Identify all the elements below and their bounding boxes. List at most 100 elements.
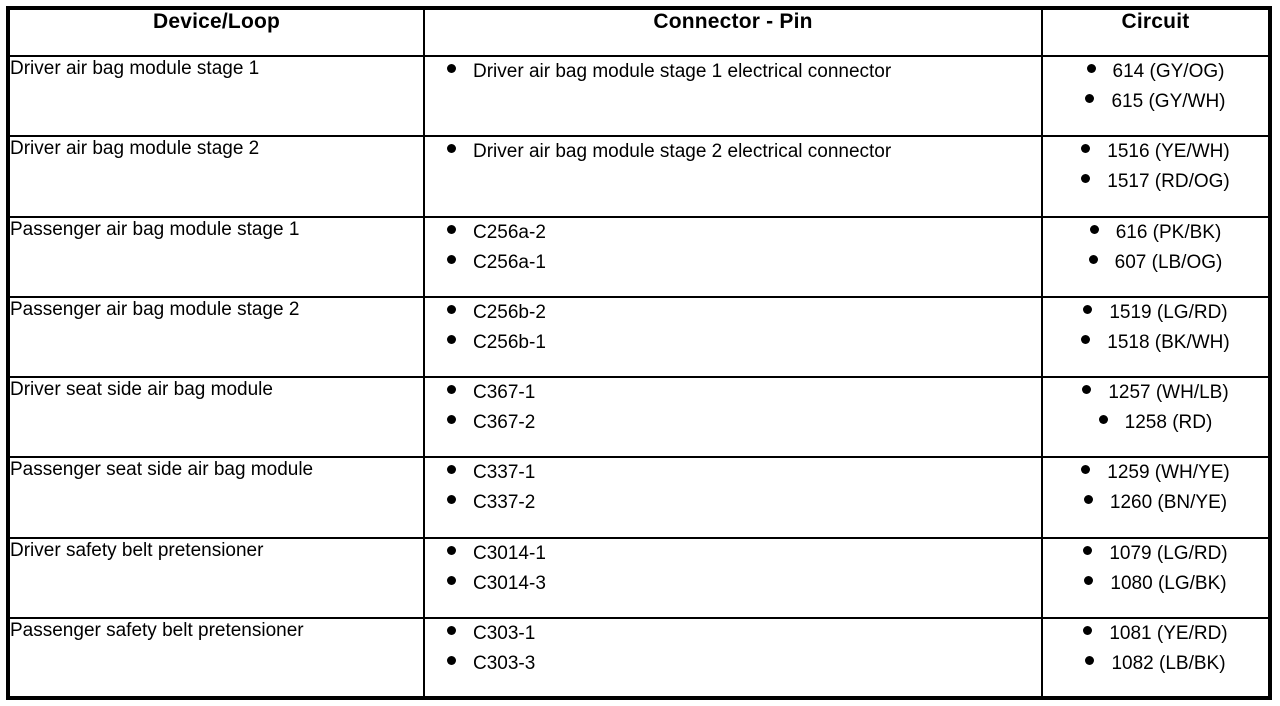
circuit-value: 615 (GY/WH) [1111,91,1226,112]
bullet-icon [1082,385,1092,394]
device-loop-value: Driver safety belt pretensioner [10,539,264,561]
bullet-icon [447,575,456,585]
circuit-list-item: 1258 (RD) [1043,408,1268,438]
circuit-value: 616 (PK/BK) [1115,221,1222,243]
circuit-list: 1257 (WH/LB) 1258 (RD) [1043,378,1268,438]
table-row: Passenger seat side air bag module C337-1… [8,457,1270,539]
column-header-connector-pin: Connector - Pin [424,8,1043,57]
bullet-icon [447,254,456,264]
circuit-value: 1519 (LG/RD) [1109,301,1228,323]
connector-list-item: C3014-1 [425,539,1041,569]
bullet-icon [447,304,456,314]
connector-list-item: C303-1 [425,619,1041,649]
circuit-list-item: 1082 (LB/BK) [1043,649,1268,679]
device-loop-cell: Driver air bag module stage 1 [8,56,425,138]
bullet-icon [1083,495,1093,505]
circuit-value: 1080 (LG/BK) [1110,572,1227,594]
connector-list-item: C3014-3 [425,569,1041,599]
device-loop-cell: Passenger seat side air bag module [8,457,425,539]
device-loop-cell: Passenger safety belt pretensioner [8,617,425,698]
bullet-icon [1083,625,1093,635]
bullet-icon [447,224,456,234]
bullet-icon [1085,655,1095,665]
table-body: Driver air bag module stage 1 Driver air … [8,56,1270,698]
connector-value: C3014-3 [473,572,546,594]
bullet-icon [1085,94,1095,103]
circuit-list: 1079 (LG/RD) 1080 (LG/BK) [1043,539,1268,599]
connector-value: Driver air bag module stage 1 electrical… [473,61,892,82]
bullet-icon [1098,415,1108,424]
circuit-list: 1259 (WH/YE) 1260 (BN/YE) [1043,458,1268,518]
circuit-cell: 1259 (WH/YE) 1260 (BN/YE) [1042,457,1270,539]
circuit-list: 1516 (YE/WH) 1517 (RD/OG) [1043,137,1268,197]
connector-list: Driver air bag module stage 2 electrical… [425,137,1041,167]
circuit-list-item: 1080 (LG/BK) [1043,569,1268,599]
connector-value: C256a-1 [473,251,546,273]
circuit-list-item: 1516 (YE/WH) [1043,137,1268,167]
device-loop-value: Passenger air bag module stage 1 [10,218,300,240]
circuit-value: 607 (LB/OG) [1114,251,1223,273]
bullet-icon [447,465,456,475]
circuit-list-item: 1517 (RD/OG) [1043,167,1268,197]
circuit-list-item: 1260 (BN/YE) [1043,488,1268,518]
device-loop-value: Passenger seat side air bag module [10,459,314,481]
connector-list-item: C337-2 [425,488,1041,518]
device-loop-value: Passenger air bag module stage 2 [10,298,300,320]
bullet-icon [447,545,456,555]
circuit-list-item: 1257 (WH/LB) [1043,378,1268,408]
bullet-icon [1081,144,1091,154]
circuit-cell: 1519 (LG/RD)1518 (BK/WH) [1042,296,1270,379]
connector-pin-cell: Driver air bag module stage 2 electrical… [424,136,1043,218]
connector-value: C256a-2 [473,221,546,243]
circuit-list-item: 1081 (YE/RD) [1043,619,1268,649]
circuit-cell: 614 (GY/OG) 615 (GY/WH) [1042,56,1270,138]
connector-list-item: Driver air bag module stage 2 electrical… [425,137,1041,167]
circuit-list: 1519 (LG/RD)1518 (BK/WH) [1043,298,1268,358]
device-loop-value: Driver air bag module stage 1 [10,58,260,79]
connector-list-item: C337-1 [425,458,1041,488]
circuit-cell: 1257 (WH/LB) 1258 (RD) [1042,377,1270,459]
connector-list-item: C256a-2 [425,218,1041,248]
circuit-value: 1258 (RD) [1124,412,1213,433]
connector-list-item: C256b-1 [425,328,1041,358]
device-loop-connector-circuit-table: Device/Loop Connector - Pin Circuit Driv… [6,6,1272,700]
column-header-circuit: Circuit [1042,8,1270,57]
bullet-icon [1081,174,1091,184]
connector-value: C3014-1 [473,542,546,564]
connector-value: Driver air bag module stage 2 electrical… [473,141,892,163]
circuit-list-item: 1079 (LG/RD) [1043,539,1268,569]
bullet-icon [1084,575,1094,585]
bullet-icon [447,64,456,73]
connector-list-item: C367-2 [425,408,1041,438]
connector-list-item: C367-1 [425,378,1041,408]
connector-list-item: C256b-2 [425,298,1041,328]
device-loop-value: Driver air bag module stage 2 [10,138,260,160]
circuit-value: 1516 (YE/WH) [1107,141,1230,163]
bullet-icon [1083,304,1093,314]
circuit-list-item: 1259 (WH/YE) [1043,458,1268,488]
circuit-cell: 1516 (YE/WH) 1517 (RD/OG) [1042,136,1270,218]
device-loop-cell: Passenger air bag module stage 1 [8,216,425,298]
circuit-list-item: 616 (PK/BK) [1043,218,1268,248]
circuit-value: 1259 (WH/YE) [1107,462,1230,484]
bullet-icon [1081,465,1091,475]
connector-value: C256b-2 [473,301,546,323]
circuit-value: 614 (GY/OG) [1112,61,1225,82]
connector-value: C337-1 [473,462,536,484]
circuit-value: 1257 (WH/LB) [1108,382,1229,403]
connector-list: Driver air bag module stage 1 electrical… [425,57,1041,87]
connector-value: C367-1 [473,382,536,403]
circuit-list: 614 (GY/OG) 615 (GY/WH) [1043,57,1268,117]
